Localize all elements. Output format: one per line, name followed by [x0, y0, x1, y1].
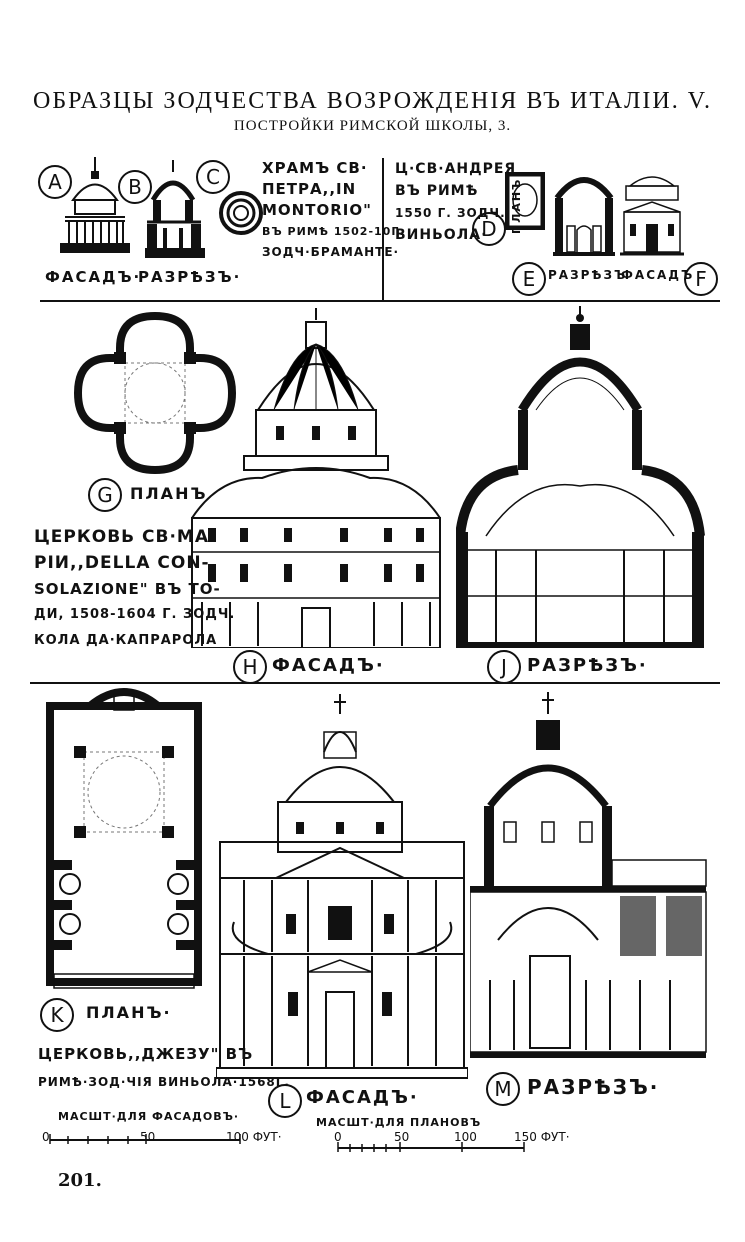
tempietto-facade-label: ФАСАДЪ· [45, 268, 142, 286]
gesu-plan-label: ПЛАНЪ· [86, 1003, 172, 1022]
andrea-section-label: РАЗРѢЗЪ [548, 268, 628, 282]
plan-scale-tick: 0 [334, 1130, 342, 1144]
tempietto-section-label: РАЗРѢЗЪ· [138, 268, 242, 286]
tempietto-caption-line: ВЪ РИМѢ 1502-10Г. [262, 225, 405, 238]
page-title: ОБРАЗЦЫ ЗОДЧЕСТВА ВОЗРОЖДЕНІЯ ВЪ ИТАЛІИ.… [33, 88, 712, 114]
gesu-facade-drawing [216, 694, 468, 1079]
gesu-section-drawing [470, 692, 707, 1058]
label-l: L [268, 1084, 302, 1118]
label-j: J [487, 650, 521, 684]
label-h: H [233, 650, 267, 684]
facade-scale-title: МАСШТ·ДЛЯ ФАСАДОВЪ· [58, 1110, 240, 1123]
tempietto-plan-drawing [219, 191, 263, 235]
consolazione-caption-line: КОЛА ДА·КАПРАРОЛА [34, 633, 218, 648]
consolazione-plan-drawing [73, 311, 237, 475]
andrea-caption-line: ВЪ РИМѢ [395, 183, 479, 199]
tempietto-facade-drawing [60, 157, 130, 253]
tempietto-caption-line: ЗОДЧ·БРАМАНТЕ· [262, 245, 400, 259]
consolazione-caption-line: ДИ, 1508-1604 Г. ЗОДЧ. [34, 607, 236, 622]
consolazione-caption-line: SOLAZIONE" ВЪ ТО- [34, 580, 221, 598]
andrea-facade-drawing [620, 176, 684, 256]
consolazione-facade-label: ФАСАДЪ· [272, 655, 385, 676]
label-g: G [88, 478, 122, 512]
label-a: A [38, 165, 72, 199]
consolazione-section-drawing [456, 306, 705, 648]
label-m: M [486, 1072, 520, 1106]
page-subtitle: ПОСТРОЙКИ РИМСКОЙ ШКОЛЫ, 3. [233, 118, 512, 134]
tempietto-section-drawing [145, 160, 205, 258]
tempietto-caption-line: MONTORIO" [262, 201, 372, 219]
label-e: E [512, 262, 546, 296]
tempietto-caption-line: ПЕТРА,,IN [262, 180, 357, 198]
consolazione-caption-line: ЦЕРКОВЬ СВ·МА- [34, 527, 218, 547]
tempietto-caption-line: ХРАМЪ СВ· [262, 159, 368, 177]
label-b: B [118, 170, 152, 204]
consolazione-section-label: РАЗРѢЗЪ· [527, 655, 648, 676]
label-k: K [40, 998, 74, 1032]
row1-divider [382, 158, 384, 300]
consolazione-caption: ЦЕРКОВЬ СВ·МА- РІИ,,DELLA CON- SOLAZIONE… [34, 524, 235, 654]
label-c: C [196, 160, 230, 194]
andrea-caption-line: ВИНЬОЛА· [395, 227, 488, 243]
gesu-facade-label: ФАСАДЪ· [306, 1087, 419, 1108]
facade-scale-tick: 0 [42, 1130, 50, 1144]
gesu-plan-drawing [46, 688, 202, 989]
plan-scale-tick: 150 ФУТ· [514, 1130, 570, 1144]
consolazione-plan-label: ПЛАНЪ [130, 484, 208, 503]
andrea-facade-label: ФАСАДЪ [621, 268, 695, 282]
plan-scale-bar [337, 1142, 525, 1152]
plan-scale-title: МАСШТ·ДЛЯ ПЛАНОВЪ [316, 1116, 482, 1129]
andrea-plan-drawing [505, 172, 545, 230]
facade-scale-bar [49, 1134, 241, 1144]
facade-scale-tick: 50 [140, 1130, 156, 1144]
plan-scale-tick: 50 [394, 1130, 410, 1144]
label-f: F [684, 262, 718, 296]
andrea-plan-label: ПЛАНЪ [510, 177, 523, 234]
row1-bottom-rule [40, 300, 720, 302]
consolazione-caption-line: РІИ,,DELLA CON- [34, 553, 210, 573]
tempietto-caption: ХРАМЪ СВ· ПЕТРА,,IN MONTORIO" ВЪ РИМѢ 15… [262, 158, 405, 263]
plan-scale-tick: 100 [454, 1130, 477, 1144]
label-d: D [472, 212, 506, 246]
gesu-section-label: РАЗРѢЗЪ· [527, 1075, 660, 1099]
page-number: 201. [58, 1170, 102, 1191]
gesu-caption-line: ЦЕРКОВЬ,,ДЖЕЗУ" ВЪ [38, 1045, 254, 1063]
consolazione-facade-drawing [191, 308, 441, 648]
row2-bottom-rule [30, 682, 720, 684]
andrea-caption-line: Ц·СВ·АНДРЕЯ [395, 161, 517, 177]
andrea-section-drawing [553, 177, 615, 256]
facade-scale-tick: 100 ФУТ· [226, 1130, 282, 1144]
